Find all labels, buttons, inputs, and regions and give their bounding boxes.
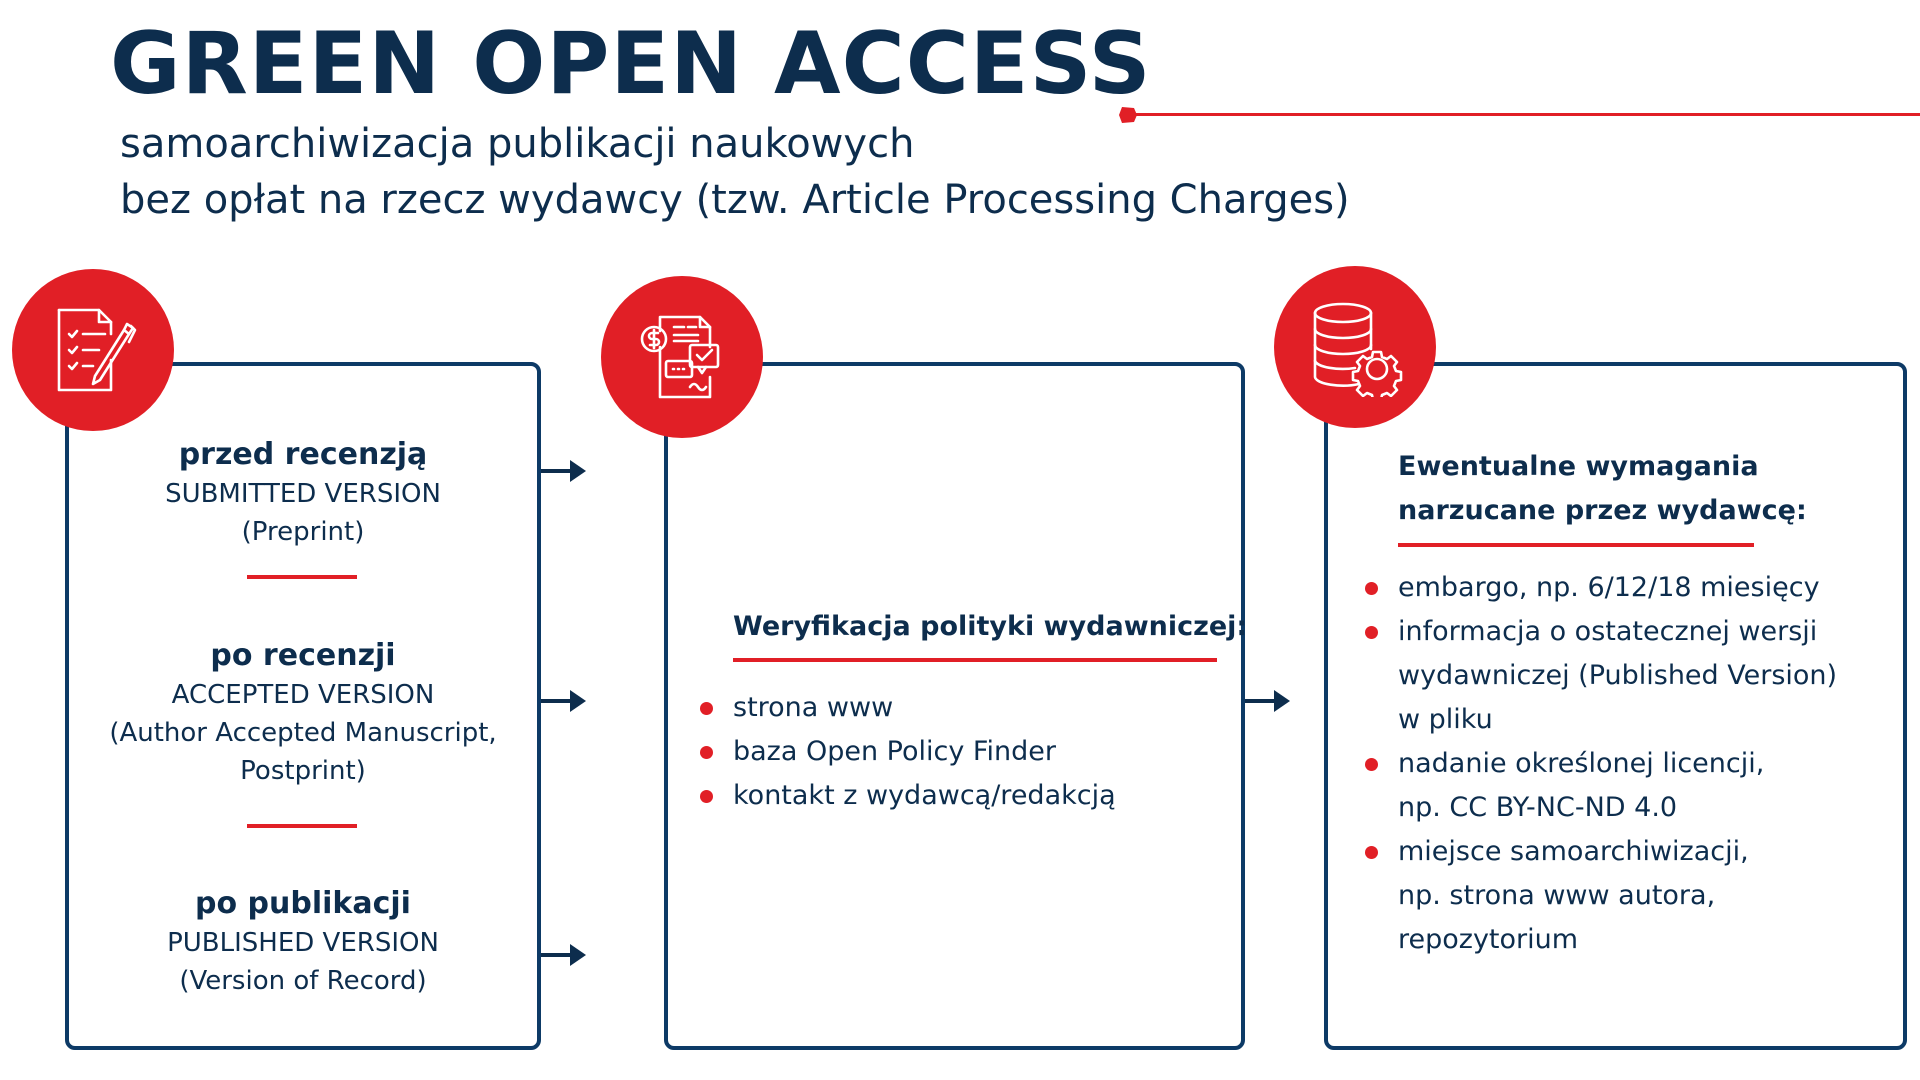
stage-heading: po publikacji	[195, 886, 411, 921]
stage-note: (Preprint)	[241, 517, 365, 547]
list-item-text: wydawniczej (Published Version)	[1398, 660, 1838, 691]
stage-after-publication: po publikacji PUBLISHED VERSION (Version…	[65, 884, 541, 1000]
step-2-icon-badge	[601, 276, 763, 438]
step-1-icon-badge	[12, 269, 174, 431]
list-item: kontakt z wydawcą/redakcją	[700, 774, 1116, 818]
arrow-right-icon	[541, 944, 586, 966]
stage-version: PUBLISHED VERSION	[167, 928, 439, 958]
list-item: nadanie określonej licencji, np. CC BY-N…	[1365, 742, 1888, 830]
bullet-dot-icon	[1365, 846, 1378, 859]
decorative-pentagon-marker	[1119, 107, 1137, 123]
bullet-dot-icon	[1365, 626, 1378, 639]
policy-verification-heading: Weryfikacja polityki wydawniczej:	[733, 611, 1248, 642]
list-item-text: strona www	[733, 692, 894, 723]
red-underline	[733, 658, 1217, 662]
invoice-payment-approval-icon	[640, 315, 720, 399]
list-item-text: informacja o ostatecznej wersji	[1398, 616, 1818, 647]
arrow-right-icon	[541, 460, 586, 482]
list-item-text: baza Open Policy Finder	[733, 736, 1056, 767]
stage-after-review: po recenzji ACCEPTED VERSION (Author Acc…	[65, 636, 541, 790]
list-item-text: nadanie określonej licencji,	[1398, 748, 1765, 779]
arrow-right-icon	[541, 690, 586, 712]
decorative-red-line	[1136, 113, 1920, 116]
list-item-text: kontakt z wydawcą/redakcją	[733, 780, 1116, 811]
heading-line-2: narzucane przez wydawcę:	[1398, 495, 1807, 526]
list-item-text: np. CC BY-NC-ND 4.0	[1398, 792, 1678, 823]
step-3-icon-badge	[1274, 266, 1436, 428]
stage-before-review: przed recenzją SUBMITTED VERSION (Prepri…	[65, 435, 541, 551]
stage-heading: po recenzji	[210, 638, 396, 673]
list-item-text: np. strona www autora,	[1398, 880, 1716, 911]
stage-note: (Author Accepted Manuscript,	[109, 718, 497, 748]
bullet-dot-icon	[700, 790, 713, 803]
arrow-right-icon	[1245, 690, 1290, 712]
stage-version: ACCEPTED VERSION	[171, 680, 435, 710]
bullet-dot-icon	[700, 702, 713, 715]
stage-version: SUBMITTED VERSION	[165, 479, 441, 509]
list-item-text: repozytorium	[1398, 924, 1579, 955]
list-item-text: w pliku	[1398, 704, 1493, 735]
bullet-dot-icon	[700, 746, 713, 759]
subtitle-line-1: samoarchiwizacja publikacji naukowych	[120, 121, 915, 167]
list-item-text: miejsce samoarchiwizacji,	[1398, 836, 1749, 867]
publisher-requirements-heading: Ewentualne wymagania narzucane przez wyd…	[1398, 445, 1807, 533]
stage-note: Postprint)	[240, 756, 366, 786]
stage-heading: przed recenzją	[178, 437, 428, 472]
publisher-requirements-list: embargo, np. 6/12/18 miesięcy informacja…	[1365, 566, 1888, 962]
list-item: miejsce samoarchiwizacji, np. strona www…	[1365, 830, 1888, 962]
red-separator	[247, 824, 357, 828]
list-item: baza Open Policy Finder	[700, 730, 1116, 774]
bullet-dot-icon	[1365, 758, 1378, 771]
policy-verification-panel	[664, 362, 1245, 1050]
red-separator	[247, 575, 357, 579]
list-item: embargo, np. 6/12/18 miesięcy	[1365, 566, 1888, 610]
database-gear-icon	[1313, 302, 1403, 397]
list-item: strona www	[700, 686, 1116, 730]
policy-sources-list: strona www baza Open Policy Finder konta…	[700, 686, 1116, 818]
list-item: informacja o ostatecznej wersji wydawnic…	[1365, 610, 1888, 742]
red-underline	[1398, 543, 1754, 547]
bullet-dot-icon	[1365, 582, 1378, 595]
checklist-document-pen-icon	[57, 308, 137, 392]
versions-panel	[65, 362, 541, 1050]
subtitle-line-2: bez opłat na rzecz wydawcy (tzw. Article…	[120, 177, 1350, 223]
publisher-requirements-panel	[1324, 362, 1907, 1050]
list-item-text: embargo, np. 6/12/18 miesięcy	[1398, 572, 1820, 603]
page-title: GREEN OPEN ACCESS	[110, 14, 1152, 114]
stage-note: (Version of Record)	[179, 966, 427, 996]
heading-line-1: Ewentualne wymagania	[1398, 451, 1759, 482]
